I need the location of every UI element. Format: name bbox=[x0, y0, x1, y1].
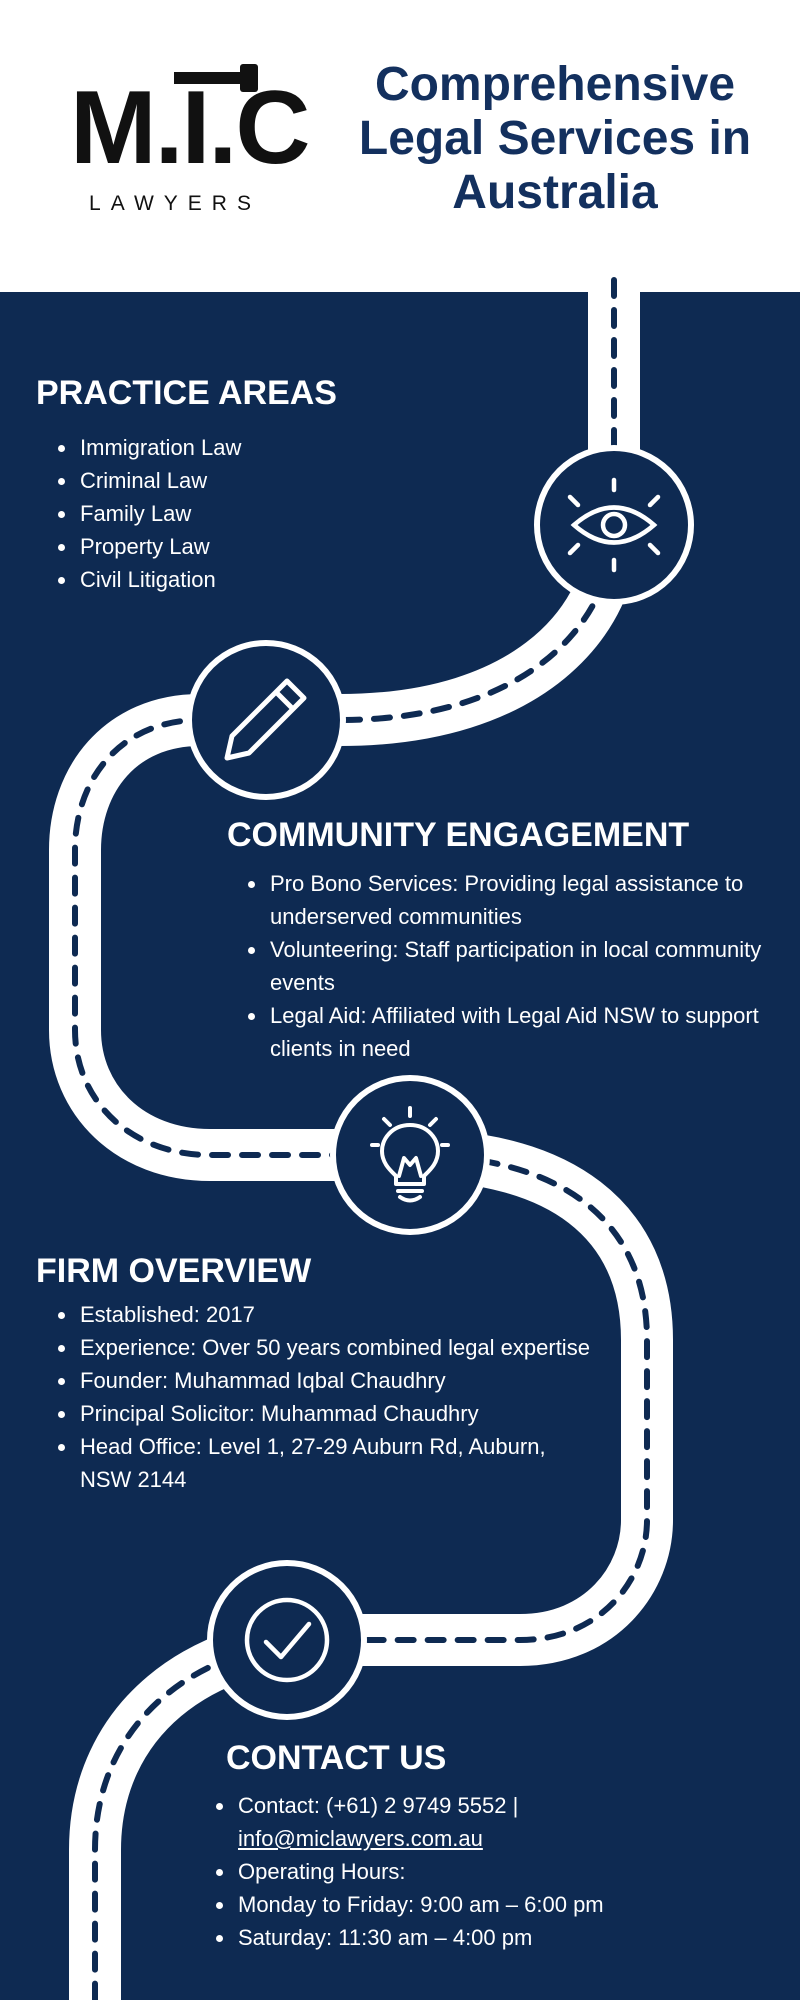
checkmark-icon-circle bbox=[207, 1560, 367, 1720]
contact-us-list: Contact: (+61) 2 9749 5552 | info@miclaw… bbox=[196, 1789, 716, 1954]
list-item: Volunteering: Staff participation in loc… bbox=[268, 933, 778, 999]
logo-subtitle: LAWYERS bbox=[89, 192, 261, 215]
practice-areas-title: PRACTICE AREAS bbox=[36, 374, 337, 412]
email-link[interactable]: info@miclawyers.com.au bbox=[238, 1826, 483, 1851]
page-title: Comprehensive Legal Services in Australi… bbox=[358, 58, 752, 219]
list-item: Head Office: Level 1, 27-29 Auburn Rd, A… bbox=[78, 1430, 598, 1496]
phone-text: Contact: (+61) 2 9749 5552 | bbox=[238, 1793, 519, 1818]
list-item: Founder: Muhammad Iqbal Chaudhry bbox=[78, 1364, 598, 1397]
contact-us-title: CONTACT US bbox=[226, 1739, 447, 1777]
gavel-icon bbox=[174, 64, 258, 92]
list-item: Family Law bbox=[78, 497, 398, 530]
checkmark-icon bbox=[244, 1597, 330, 1683]
firm-overview-title: FIRM OVERVIEW bbox=[36, 1252, 312, 1290]
pencil-icon-circle bbox=[186, 640, 346, 800]
mic-lawyers-logo: M.I.C LAWYERS bbox=[70, 62, 310, 232]
list-item: Principal Solicitor: Muhammad Chaudhry bbox=[78, 1397, 598, 1430]
list-item: Experience: Over 50 years combined legal… bbox=[78, 1331, 598, 1364]
header bbox=[0, 0, 800, 292]
pencil-icon bbox=[224, 678, 307, 761]
lightbulb-icon bbox=[370, 1106, 450, 1203]
list-item: Immigration Law bbox=[78, 431, 398, 464]
list-item: Saturday: 11:30 am – 4:00 pm bbox=[236, 1921, 716, 1954]
community-engagement-list: Pro Bono Services: Providing legal assis… bbox=[228, 867, 778, 1065]
list-item: Civil Litigation bbox=[78, 563, 398, 596]
practice-areas-list: Immigration Law Criminal Law Family Law … bbox=[38, 431, 398, 596]
list-item: Monday to Friday: 9:00 am – 6:00 pm bbox=[236, 1888, 716, 1921]
eye-icon-circle bbox=[534, 445, 694, 605]
firm-overview-list: Established: 2017 Experience: Over 50 ye… bbox=[38, 1298, 598, 1496]
eye-icon bbox=[567, 477, 661, 573]
contact-item: Contact: (+61) 2 9749 5552 | info@miclaw… bbox=[236, 1789, 716, 1855]
community-engagement-title: COMMUNITY ENGAGEMENT bbox=[227, 816, 690, 854]
list-item: Property Law bbox=[78, 530, 398, 563]
lightbulb-icon-circle bbox=[330, 1075, 490, 1235]
list-item: Established: 2017 bbox=[78, 1298, 598, 1331]
list-item: Operating Hours: bbox=[236, 1855, 716, 1888]
logo-wordmark: M.I.C bbox=[70, 70, 310, 186]
list-item: Pro Bono Services: Providing legal assis… bbox=[268, 867, 778, 933]
list-item: Criminal Law bbox=[78, 464, 398, 497]
list-item: Legal Aid: Affiliated with Legal Aid NSW… bbox=[268, 999, 778, 1065]
